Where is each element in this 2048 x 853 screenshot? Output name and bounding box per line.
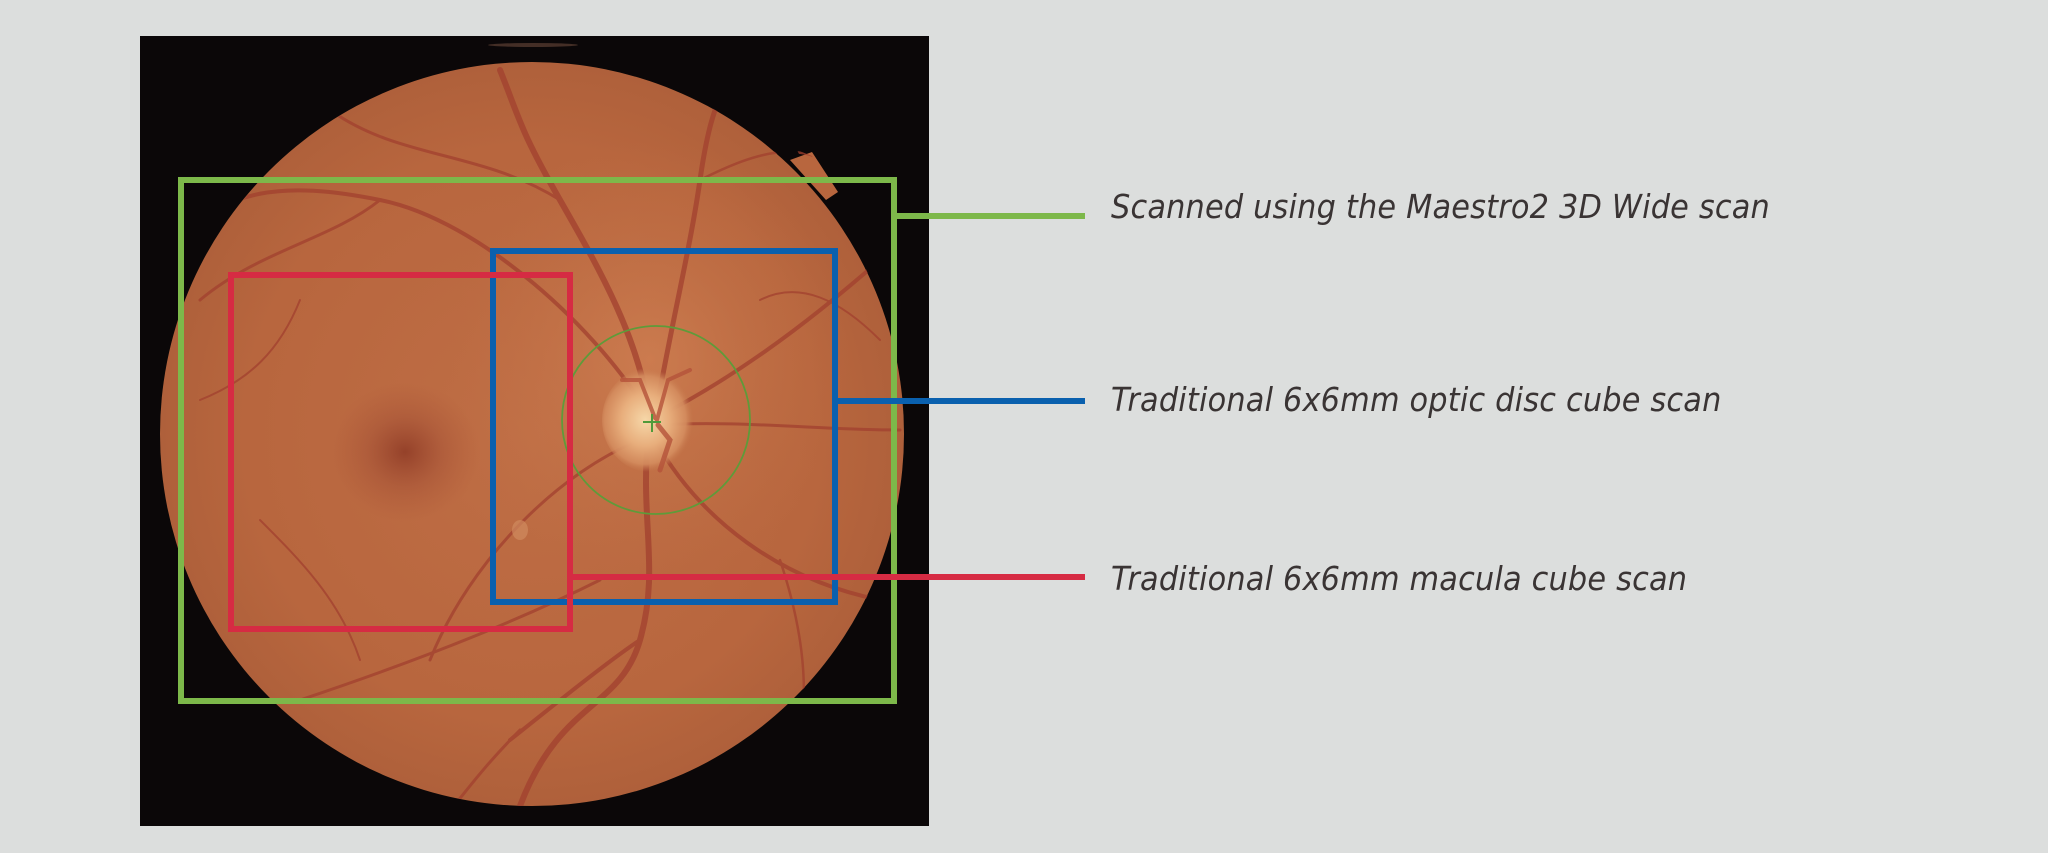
crosshair-icon bbox=[643, 414, 661, 432]
optic-disc bbox=[602, 368, 698, 472]
optic-disc-scan-label: Traditional 6x6mm optic disc cube scan bbox=[1111, 380, 1722, 419]
wide-scan-region bbox=[178, 177, 1085, 704]
optic-disc-scan-region bbox=[490, 248, 1085, 605]
wide-scan-label: Scanned using the Maestro2 3D Wide scan bbox=[1111, 187, 1770, 226]
macula-scan-region bbox=[228, 272, 1085, 632]
fundus-photograph bbox=[160, 62, 904, 806]
macula-scan-label: Traditional 6x6mm macula cube scan bbox=[1111, 559, 1688, 598]
optic-disc-circle bbox=[561, 325, 751, 515]
